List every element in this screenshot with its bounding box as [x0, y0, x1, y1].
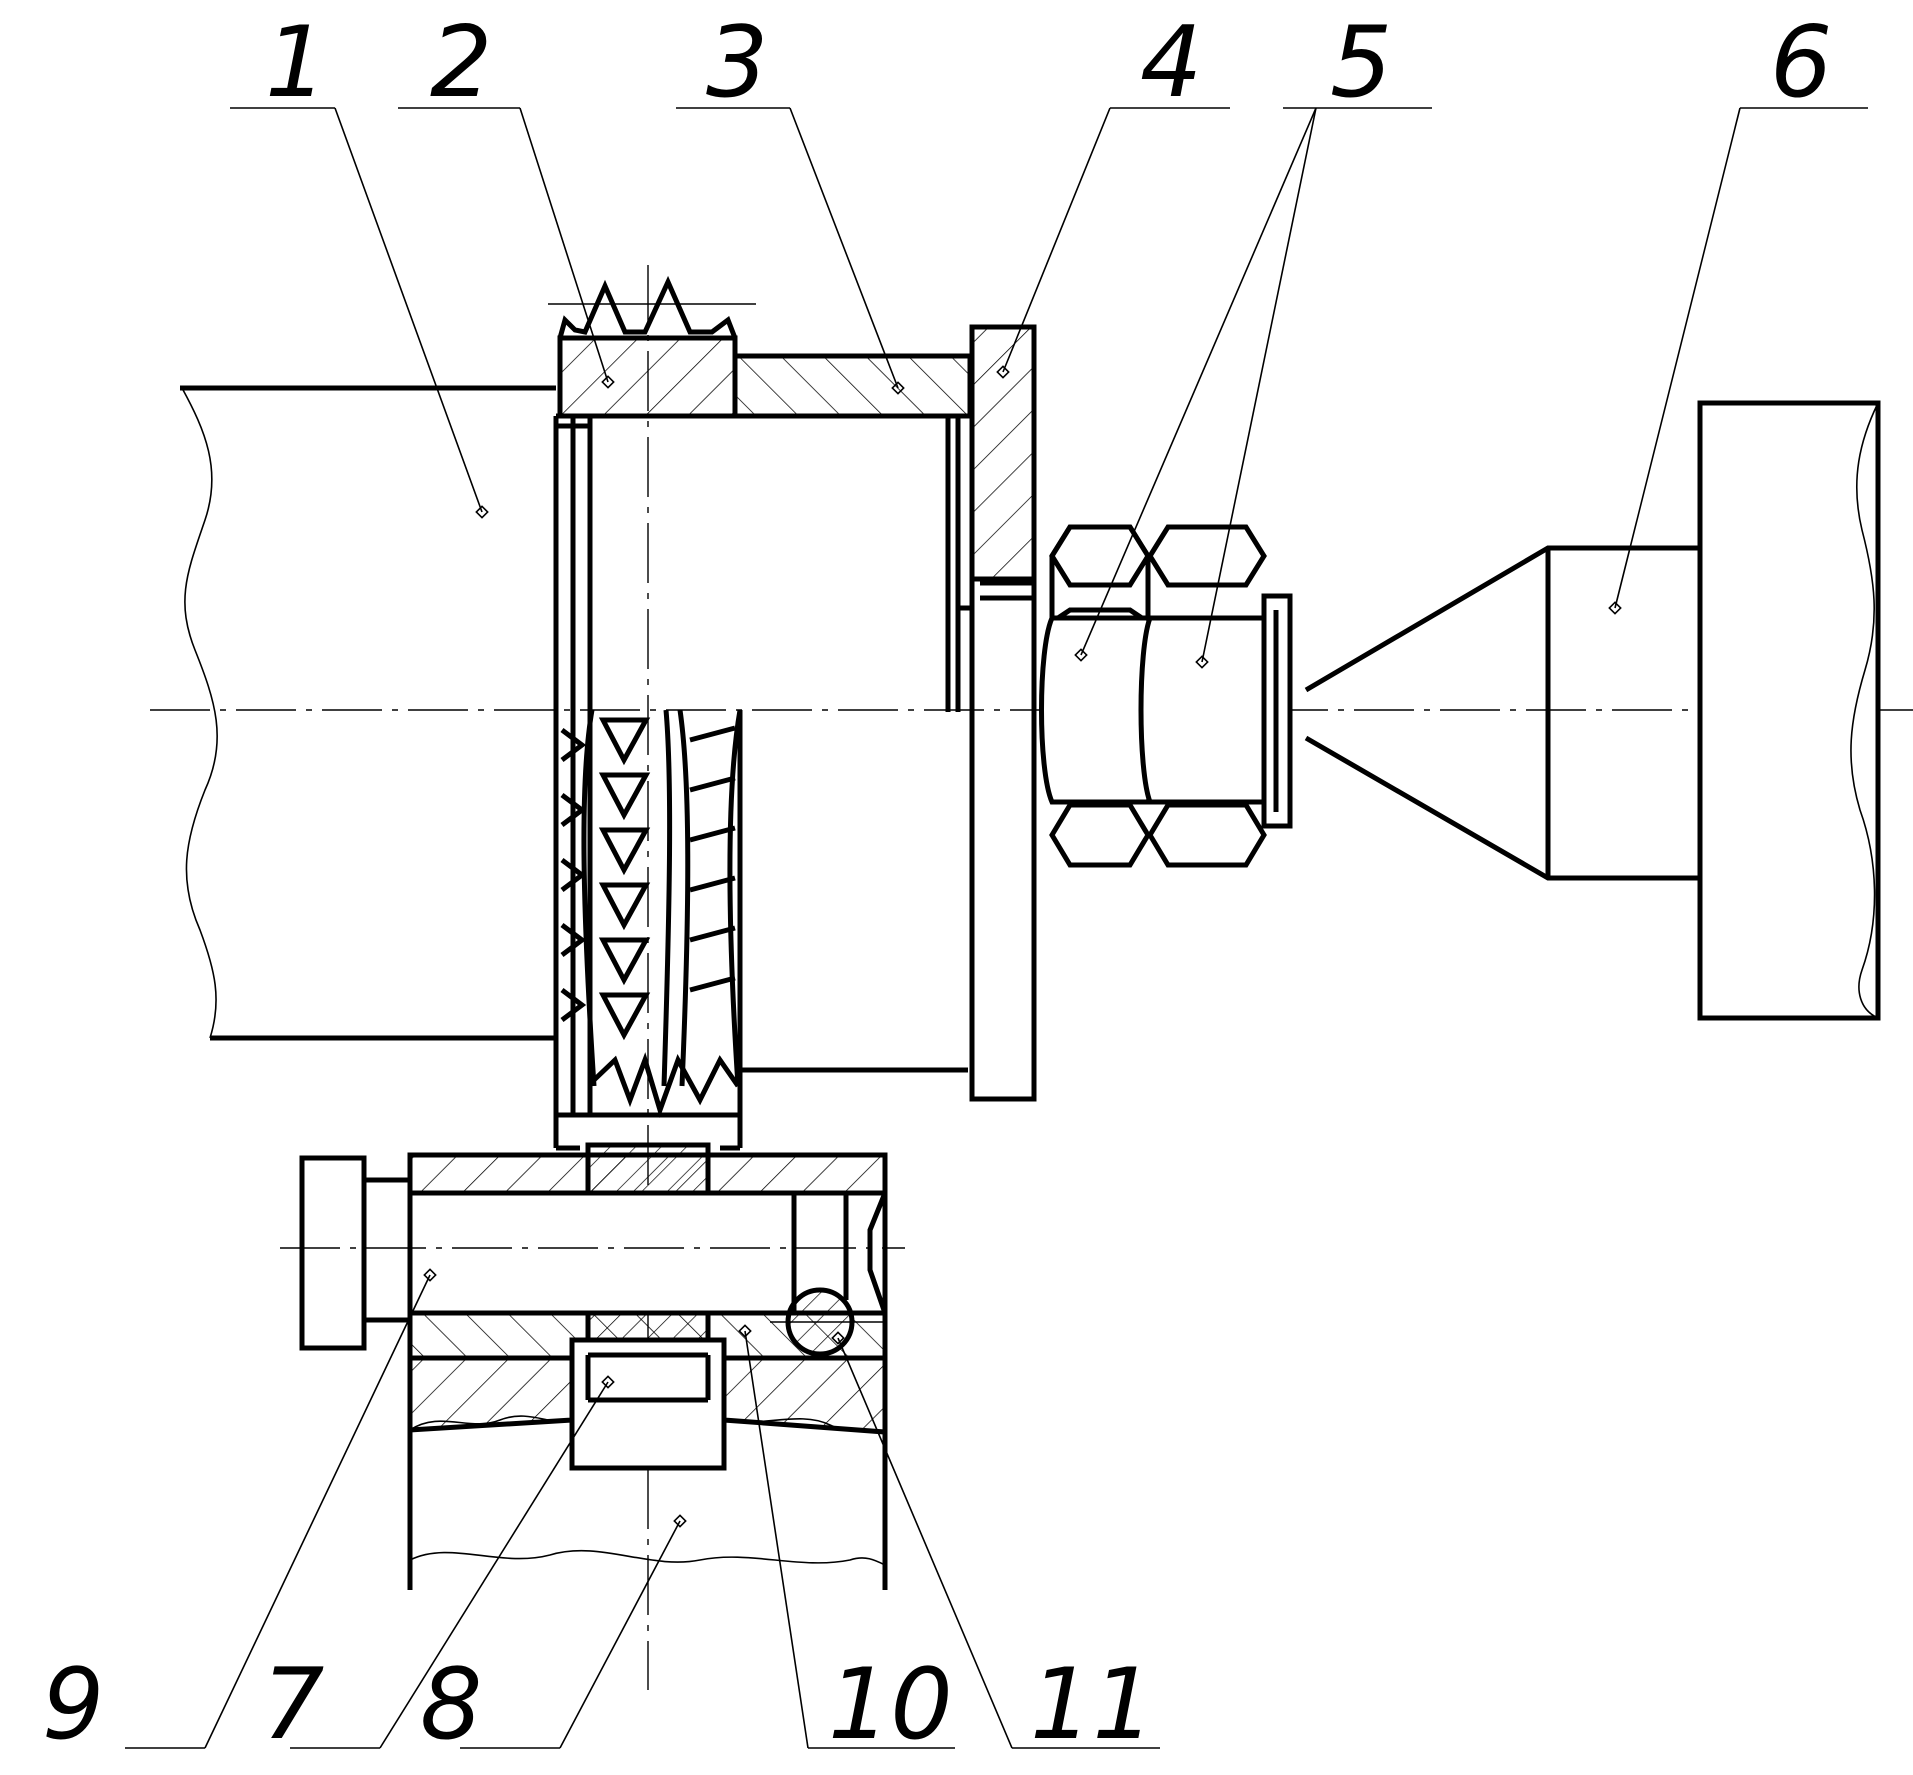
part-4-flange [958, 324, 1037, 1102]
leaders [125, 107, 1868, 1749]
part-6-center [1304, 400, 1881, 1021]
callout-5: 5 [1330, 6, 1392, 120]
part-1-shaft [180, 385, 556, 1041]
callout-10: 10 [828, 1648, 953, 1762]
part-5-nuts [1039, 524, 1293, 868]
callout-4: 4 [1140, 6, 1202, 120]
callout-11: 11 [1030, 1648, 1155, 1762]
callout-7: 7 [262, 1648, 324, 1762]
knurl-teeth-profile [560, 709, 743, 1118]
lower-holder [280, 1142, 905, 1590]
leader-dots [423, 365, 1622, 1528]
callout-3: 3 [706, 6, 768, 120]
holder-body [553, 413, 968, 1151]
callout-9: 9 [42, 1648, 104, 1762]
part-2-knurl-ring [548, 275, 756, 419]
callout-1: 1 [265, 6, 327, 120]
callout-2: 2 [430, 6, 492, 120]
part-3-sleeve [732, 353, 973, 712]
callout-8: 8 [420, 1648, 482, 1762]
callout-6: 6 [1770, 6, 1832, 120]
